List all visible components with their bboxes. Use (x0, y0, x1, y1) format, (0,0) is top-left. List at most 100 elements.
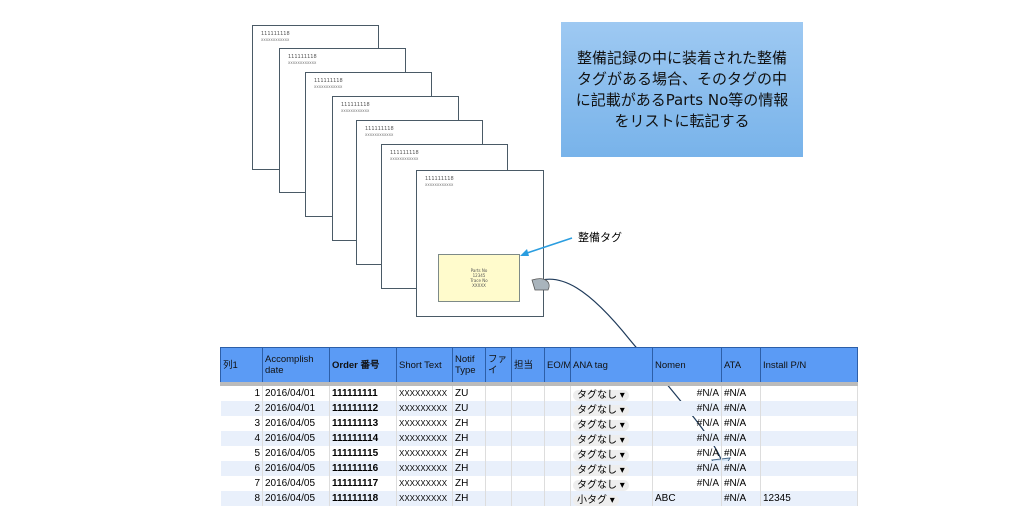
table-cell: XXXXXXXXX (396, 476, 453, 491)
table-cell: ABC (652, 491, 722, 506)
table-cell: ZU (452, 382, 486, 401)
table-cell: XXXXXXXXX (396, 416, 453, 431)
page-text: xxxxxxxxxxxx (314, 84, 343, 89)
page-order-number: 111111118 (365, 126, 394, 132)
dropdown-value: タグなし (577, 435, 617, 446)
table-cell: ZH (452, 476, 486, 491)
dropdown-value: タグなし (577, 405, 617, 416)
ana-tag-dropdown[interactable]: タグなし ▾ (573, 420, 629, 431)
page-order-number: 111111118 (288, 54, 317, 60)
column-header[interactable]: Short Text (396, 347, 453, 385)
table-cell (485, 401, 512, 416)
page-order-number: 111111118 (314, 78, 343, 84)
maintenance-tag: Parts No 12345 Trace No XXXXX (438, 254, 520, 302)
column-header[interactable]: ANA tag (570, 347, 653, 385)
table-cell[interactable]: タグなし ▾ (570, 431, 653, 446)
ana-tag-dropdown[interactable]: タグなし ▾ (573, 480, 629, 491)
page-text: xxxxxxxxxxxx (390, 156, 419, 161)
table-cell (760, 382, 858, 401)
column-header[interactable]: Install P/N (760, 347, 858, 385)
dropdown-value: タグなし (577, 420, 617, 431)
table-cell[interactable]: タグなし ▾ (570, 382, 653, 401)
column-header[interactable]: ATA (721, 347, 761, 385)
column-header[interactable]: Notif Type (452, 347, 486, 385)
column-header[interactable]: Nomen (652, 347, 722, 385)
table-cell (511, 401, 545, 416)
page-text: xxxxxxxxxxxx (341, 108, 370, 113)
chevron-down-icon: ▾ (619, 480, 625, 491)
column-header[interactable]: Order 番号 (329, 347, 397, 385)
column-header[interactable]: ファイ (485, 347, 512, 385)
table-cell[interactable]: タグなし ▾ (570, 416, 653, 431)
table-cell[interactable]: タグなし ▾ (570, 401, 653, 416)
column-header[interactable]: EO/M (544, 347, 571, 385)
table-cell: 2016/04/05 (262, 446, 330, 461)
chevron-down-icon: ▾ (619, 390, 625, 401)
table-cell: 111111114 (329, 431, 397, 446)
table-cell: 2016/04/05 (262, 416, 330, 431)
table-cell (485, 382, 512, 401)
table-cell (760, 446, 858, 461)
column-header[interactable]: 列1 (220, 347, 263, 385)
chevron-down-icon: ▾ (619, 405, 625, 416)
table-cell: 8 (220, 491, 263, 506)
table-cell: 2016/04/05 (262, 461, 330, 476)
table-cell (760, 416, 858, 431)
table-cell (485, 431, 512, 446)
table-cell: #N/A (721, 491, 761, 506)
table-cell: 2016/04/05 (262, 476, 330, 491)
table-cell: #N/A (652, 476, 722, 491)
table-cell: XXXXXXXXX (396, 431, 453, 446)
table-cell (485, 416, 512, 431)
table-cell[interactable]: タグなし ▾ (570, 476, 653, 491)
page-order-number: 111111118 (261, 31, 290, 37)
ana-tag-dropdown[interactable]: タグなし ▾ (573, 435, 629, 446)
tag-line: 12345 (472, 273, 486, 278)
table-cell: 111111111 (329, 382, 397, 401)
page-order-number: 111111118 (390, 150, 419, 156)
table-cell (511, 382, 545, 401)
ana-tag-dropdown[interactable]: タグなし ▾ (573, 405, 629, 416)
ana-tag-dropdown[interactable]: タグなし ▾ (573, 465, 629, 476)
table-cell: #N/A (721, 382, 761, 401)
table-cell: ZH (452, 491, 486, 506)
table-cell (544, 476, 571, 491)
ana-tag-dropdown[interactable]: タグなし ▾ (573, 450, 629, 461)
table-cell: #N/A (721, 446, 761, 461)
pointer-arrowhead (520, 249, 529, 256)
table-cell (760, 461, 858, 476)
page-order-number: 111111118 (425, 176, 454, 182)
table-cell (511, 446, 545, 461)
note-box: 整備記録の中に装着された整備タグがある場合、そのタグの中に記載があるParts … (561, 22, 803, 157)
table-cell: XXXXXXXXX (396, 491, 453, 506)
table-cell[interactable]: タグなし ▾ (570, 461, 653, 476)
table-cell: 111111117 (329, 476, 397, 491)
table-cell: 111111116 (329, 461, 397, 476)
table-cell (511, 416, 545, 431)
table-cell: XXXXXXXXX (396, 401, 453, 416)
table-cell: 7 (220, 476, 263, 491)
table-cell: 3 (220, 416, 263, 431)
table-cell[interactable]: タグなし ▾ (570, 446, 653, 461)
table-cell: #N/A (652, 416, 722, 431)
table-cell (760, 431, 858, 446)
column-header[interactable]: Accomplish date (262, 347, 330, 385)
column-header[interactable]: 担当 (511, 347, 545, 385)
table-cell: 6 (220, 461, 263, 476)
table-cell (485, 491, 512, 506)
table-cell (544, 416, 571, 431)
table-cell: 111111118 (329, 491, 397, 506)
table-cell[interactable]: 小タグ ▾ (570, 491, 653, 506)
table-cell (511, 431, 545, 446)
ana-tag-dropdown[interactable]: タグなし ▾ (573, 390, 629, 401)
dropdown-value: タグなし (577, 450, 617, 461)
dropdown-value: 小タグ (577, 495, 607, 506)
table-cell: XXXXXXXXX (396, 461, 453, 476)
table-cell: 12345 (760, 491, 858, 506)
ana-tag-dropdown[interactable]: 小タグ ▾ (573, 495, 619, 506)
table-cell: ZH (452, 461, 486, 476)
